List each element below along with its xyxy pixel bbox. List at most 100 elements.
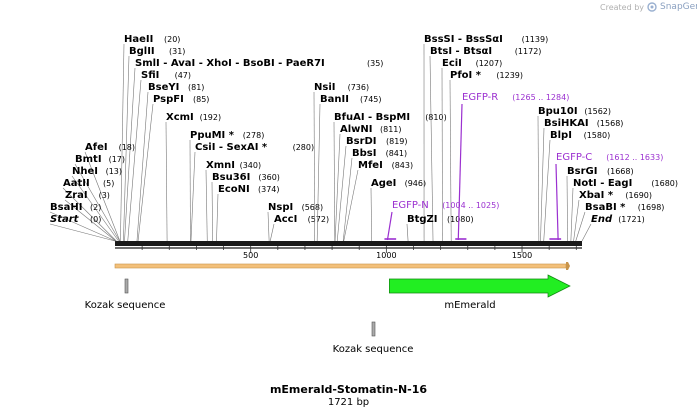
- site-label-bseyi: BseYI: [148, 82, 179, 93]
- primer-connector: [457, 103, 463, 241]
- site-connector: [342, 157, 353, 242]
- site-label-pspfi: PspFI: [153, 94, 184, 105]
- site-position: (280): [293, 143, 315, 152]
- site-position: (572): [308, 215, 330, 224]
- site-position: (3): [99, 191, 110, 200]
- site-position: (5): [103, 179, 114, 188]
- site-connector: [165, 121, 168, 242]
- site-position: (360): [258, 173, 280, 182]
- site-position: (810): [425, 113, 447, 122]
- site-label-alwni: AlwNI: [340, 124, 373, 135]
- site-connector: [211, 181, 213, 242]
- site-position: (85): [193, 95, 209, 104]
- kozak-box-2: [371, 321, 376, 337]
- primer-label: EGFP-N: [392, 200, 429, 211]
- site-position: (20): [164, 35, 180, 44]
- site-position: (17): [109, 155, 125, 164]
- site-label-btsi: BtsI - BtsαI: [430, 46, 492, 57]
- site-label-bsahi: BsaHI: [50, 202, 82, 213]
- site-connector: [316, 103, 321, 242]
- primer-label: EGFP-C: [556, 152, 592, 163]
- site-label-afei: AfeI: [85, 142, 108, 153]
- primer-range: (1612 .. 1633): [606, 153, 663, 162]
- site-connector: [575, 211, 586, 242]
- site-label-ecii: EciI: [442, 58, 462, 69]
- site-connector: [123, 55, 130, 242]
- site-connector: [64, 199, 117, 242]
- site-label-bsrgi: BsrGI: [567, 166, 597, 177]
- site-connector: [49, 223, 116, 242]
- site-position: (340): [240, 161, 262, 170]
- site-connector: [441, 67, 443, 242]
- site-connector: [537, 115, 540, 242]
- scale-tick-label: 1000: [376, 251, 396, 260]
- site-connector: [540, 127, 545, 242]
- site-position: (568): [302, 203, 324, 212]
- site-connector: [216, 193, 219, 242]
- site-position: (745): [360, 95, 382, 104]
- site-position: (31): [169, 47, 185, 56]
- site-connector: [71, 175, 119, 242]
- site-connector: [543, 139, 551, 242]
- site-label-sfii: SfiI: [141, 70, 159, 81]
- site-position: (1568): [597, 119, 624, 128]
- site-label-bfuai: BfuAI - BspMI: [334, 112, 410, 123]
- site-label-zrai: ZraI: [65, 190, 88, 201]
- site-label-pfoi: PfoI *: [450, 70, 482, 81]
- site-label-aatii: AatII: [63, 178, 90, 189]
- site-position: (811): [380, 125, 402, 134]
- kozak-label-1: Kozak sequence: [85, 300, 166, 311]
- site-position: (47): [175, 71, 191, 80]
- site-position: (1668): [607, 167, 634, 176]
- site-connector: [267, 211, 270, 242]
- site-label-bsabi: BsaBI *: [585, 202, 626, 213]
- site-position: (819): [386, 137, 408, 146]
- site-label-nspi: NspI: [268, 202, 293, 213]
- orf-arrowhead: [566, 262, 570, 270]
- site-label-acci: AccI: [274, 214, 297, 225]
- site-label-banii: BanII: [320, 94, 349, 105]
- site-connector: [313, 91, 316, 242]
- site-position: (0): [90, 215, 101, 224]
- site-label-nhei: NheI: [72, 166, 98, 177]
- site-connector: [370, 187, 373, 242]
- site-label-bsihkai: BsiHKAI: [544, 118, 589, 129]
- kozak-label-2: Kozak sequence: [333, 344, 414, 355]
- site-label-bsssi: BssSI - BssSαI: [424, 34, 503, 45]
- kozak-box-1: [124, 278, 129, 294]
- site-position: (841): [386, 149, 408, 158]
- site-position: (736): [348, 83, 370, 92]
- dna-backbone: [115, 241, 582, 246]
- site-connector: [336, 145, 347, 242]
- site-position: (1207): [476, 59, 503, 68]
- site-position: (1721): [618, 215, 645, 224]
- site-label-bbsi: BbsI: [352, 148, 376, 159]
- site-label-start: Start: [50, 214, 80, 225]
- primer-connector: [555, 163, 559, 241]
- site-connector: [406, 223, 409, 242]
- site-position: (35): [367, 59, 383, 68]
- site-position: (374): [258, 185, 280, 194]
- primer-label: EGFP-R: [462, 92, 498, 103]
- site-connector: [566, 175, 568, 242]
- site-label-csii: CsiI - SexAI *: [195, 142, 268, 153]
- site-connector: [84, 151, 121, 242]
- site-connector: [334, 133, 341, 242]
- scale-tick-label: 500: [243, 251, 258, 260]
- site-position: (843): [392, 161, 414, 170]
- site-label-btgzi: BtgZI: [407, 214, 438, 225]
- site-label-econi: EcoNI: [218, 184, 250, 195]
- site-label-xcmi: XcmI: [166, 112, 194, 123]
- primer-range: (1004 .. 1025): [442, 201, 499, 210]
- site-position: (1698): [638, 203, 665, 212]
- site-label-bmti: BmtI: [75, 154, 102, 165]
- snapgene-logo-icon: [647, 2, 657, 12]
- site-position: (81): [188, 83, 204, 92]
- site-connector: [74, 163, 120, 242]
- site-connector: [49, 211, 116, 242]
- site-connector: [137, 103, 154, 242]
- map-length: 1721 bp: [327, 397, 370, 408]
- site-position: (2): [90, 203, 101, 212]
- scale-tick-label: 1500: [512, 251, 532, 260]
